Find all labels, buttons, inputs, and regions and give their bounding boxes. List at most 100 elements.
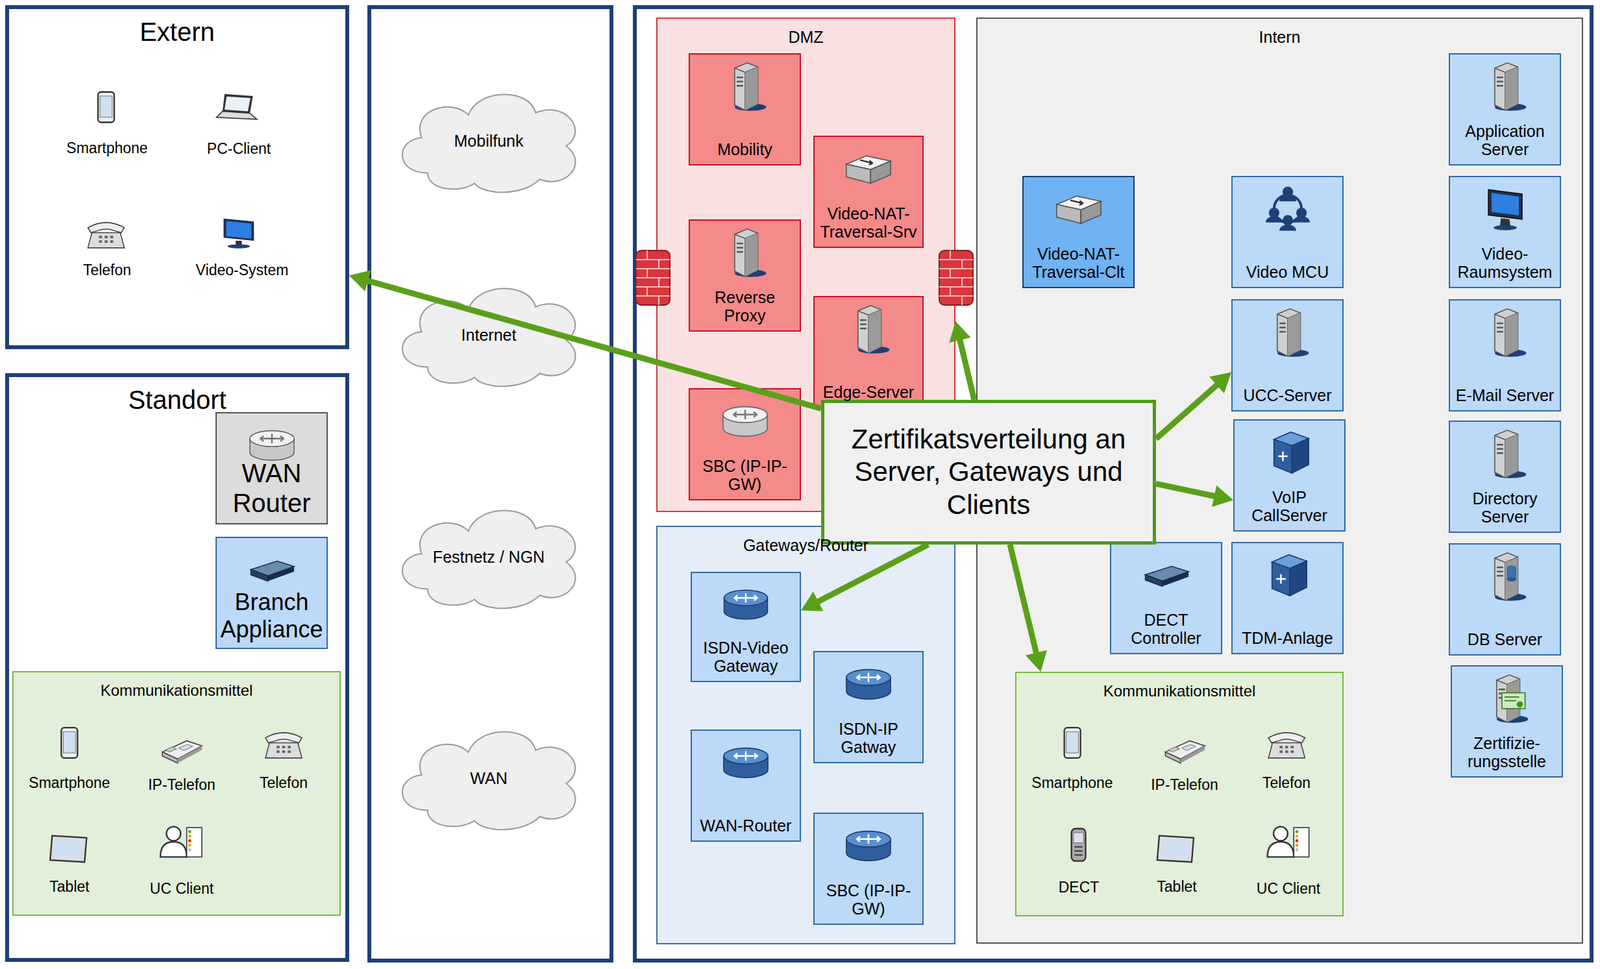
- dect-icon: [239, 543, 304, 596]
- device-label: Smartphone: [66, 139, 148, 158]
- dect-icon: [1133, 548, 1198, 602]
- box-label: WAN-Router: [694, 816, 798, 836]
- cloud-node: Festnetz / NGN: [386, 499, 591, 615]
- router-icon: [837, 819, 900, 872]
- connector-arrow: [800, 544, 929, 612]
- box-node: TDM-Anlage: [1231, 541, 1344, 655]
- box-node: DECT Controller: [1109, 541, 1223, 655]
- nat-icon: [1046, 182, 1110, 235]
- device-label: Telefon: [1262, 774, 1311, 792]
- nat-icon: [837, 142, 900, 195]
- box-node: E-Mail Server: [1448, 299, 1562, 412]
- router-icon: [837, 657, 900, 711]
- cloud-title: Mobilfunk: [454, 131, 524, 151]
- box-node: Video-NAT-Traversal-Srv: [813, 135, 924, 248]
- people-icon: [1255, 182, 1319, 235]
- box-label: Edge-Server: [817, 382, 920, 402]
- box-label: SBC (IP-IP-GW): [817, 881, 920, 920]
- box-node: Video-NAT-Traversal-Clt: [1022, 175, 1135, 289]
- device-label: Smartphone: [28, 774, 110, 792]
- connector-arrow: [1156, 483, 1234, 507]
- band-title: Intern: [1259, 27, 1301, 47]
- box-node: Directory Server: [1448, 420, 1562, 533]
- cloud-title: WAN: [469, 769, 507, 788]
- tablet-icon: [1157, 836, 1194, 863]
- device-label: Video-System: [196, 261, 289, 280]
- connector-arrow: [349, 270, 822, 409]
- box-label: ISDN-IP Gatway: [817, 719, 920, 758]
- cert-icon: [1474, 671, 1539, 725]
- callout-node: Zertifikatsverteilung an Server, Gateway…: [821, 399, 1157, 545]
- server-icon: [1472, 427, 1537, 480]
- video-icon: [223, 218, 254, 249]
- cloud-title: Festnetz / NGN: [432, 547, 545, 567]
- box-label: DECT Controller: [1113, 610, 1219, 649]
- wrouter-icon: [712, 394, 777, 448]
- connector-arrow: [948, 321, 974, 400]
- box-node: ISDN-IP Gatway: [813, 651, 924, 764]
- device-label: PC-Client: [207, 140, 271, 158]
- router-icon: [714, 578, 777, 631]
- box-label: WAN Router: [219, 458, 324, 518]
- panel-node: StandortWAN RouterBranch ApplianceKommun…: [5, 373, 350, 962]
- band-title: Gateways/Router: [743, 536, 869, 555]
- box-node: SBC (IP-IP-GW): [813, 812, 924, 925]
- box-node: Branch Appliance: [215, 536, 328, 650]
- server-icon: [1472, 59, 1537, 113]
- box-label: SBC (IP-IP-GW): [692, 456, 798, 495]
- cloud-node: WAN: [386, 721, 591, 836]
- box-label: Zertifizie-rungsstelle: [1454, 734, 1560, 772]
- box-label: VoIP CallServer: [1237, 488, 1342, 526]
- panel-node: Extern: [5, 5, 350, 350]
- box-label: UCC-Server: [1235, 386, 1340, 406]
- box-label: Video-NAT-Traversal-Clt: [1026, 244, 1131, 283]
- uc-icon: [1267, 826, 1310, 858]
- box-label: Video-Raumsystem: [1452, 244, 1558, 283]
- box-node: Application Server: [1448, 53, 1562, 166]
- device-label: IP-Telefon: [1150, 776, 1219, 794]
- box-label: Mobility: [692, 140, 798, 160]
- band-node: Gateways/RouterISDN-Video GatewayISDN-IP…: [656, 525, 956, 945]
- box-node: Video-Raumsystem: [1448, 175, 1562, 289]
- connector-arrow: [1009, 544, 1047, 672]
- ipphone-icon: [1165, 740, 1205, 763]
- firewall-right: [939, 250, 973, 306]
- box-label: Video-NAT-Traversal-Srv: [817, 204, 920, 243]
- tel-icon: [1268, 732, 1305, 759]
- box-node: SBC (IP-IP-GW): [688, 388, 801, 501]
- box-node: WAN-Router: [690, 729, 801, 842]
- server-icon: [837, 302, 900, 356]
- cube-icon: [1257, 425, 1321, 479]
- phone-icon: [98, 92, 115, 123]
- box-label: Video MCU: [1235, 262, 1340, 282]
- box-label: Directory Server: [1452, 489, 1558, 528]
- box-label: DB Server: [1452, 630, 1558, 650]
- device-label: UC Client: [1256, 880, 1321, 898]
- router-icon: [714, 736, 777, 789]
- device-label: UC Client: [149, 880, 214, 898]
- box-node: UCC-Server: [1231, 299, 1344, 412]
- device-label: Telefon: [83, 261, 132, 280]
- db-icon: [1472, 549, 1537, 603]
- group-title: Kommunikationsmittel: [100, 681, 254, 700]
- panel-title: Standort: [127, 384, 226, 415]
- tel-icon: [87, 222, 124, 248]
- device-label: Tablet: [49, 878, 89, 896]
- box-node: Edge-Server: [813, 295, 924, 409]
- device-label: IP-Telefon: [147, 776, 216, 794]
- tablet-icon: [49, 836, 87, 863]
- uc-icon: [160, 826, 202, 858]
- device-label: Telefon: [259, 774, 308, 792]
- device-label: DECT: [1058, 878, 1100, 897]
- server-icon: [1255, 305, 1319, 359]
- cloud-node: Internet: [386, 277, 591, 393]
- box-node: Reverse Proxy: [688, 219, 801, 332]
- group-title: Kommunikationsmittel: [1103, 682, 1256, 701]
- callout-title: Zertifikatsverteilung an Server, Gateway…: [833, 423, 1144, 522]
- box-node: Zertifizie-rungsstelle: [1450, 665, 1564, 778]
- box-node: Mobility: [688, 53, 801, 166]
- dect-icon: [1071, 828, 1086, 862]
- cloud-node: Mobilfunk: [386, 83, 591, 198]
- server-icon: [712, 59, 777, 113]
- box-label: Branch Appliance: [219, 588, 324, 643]
